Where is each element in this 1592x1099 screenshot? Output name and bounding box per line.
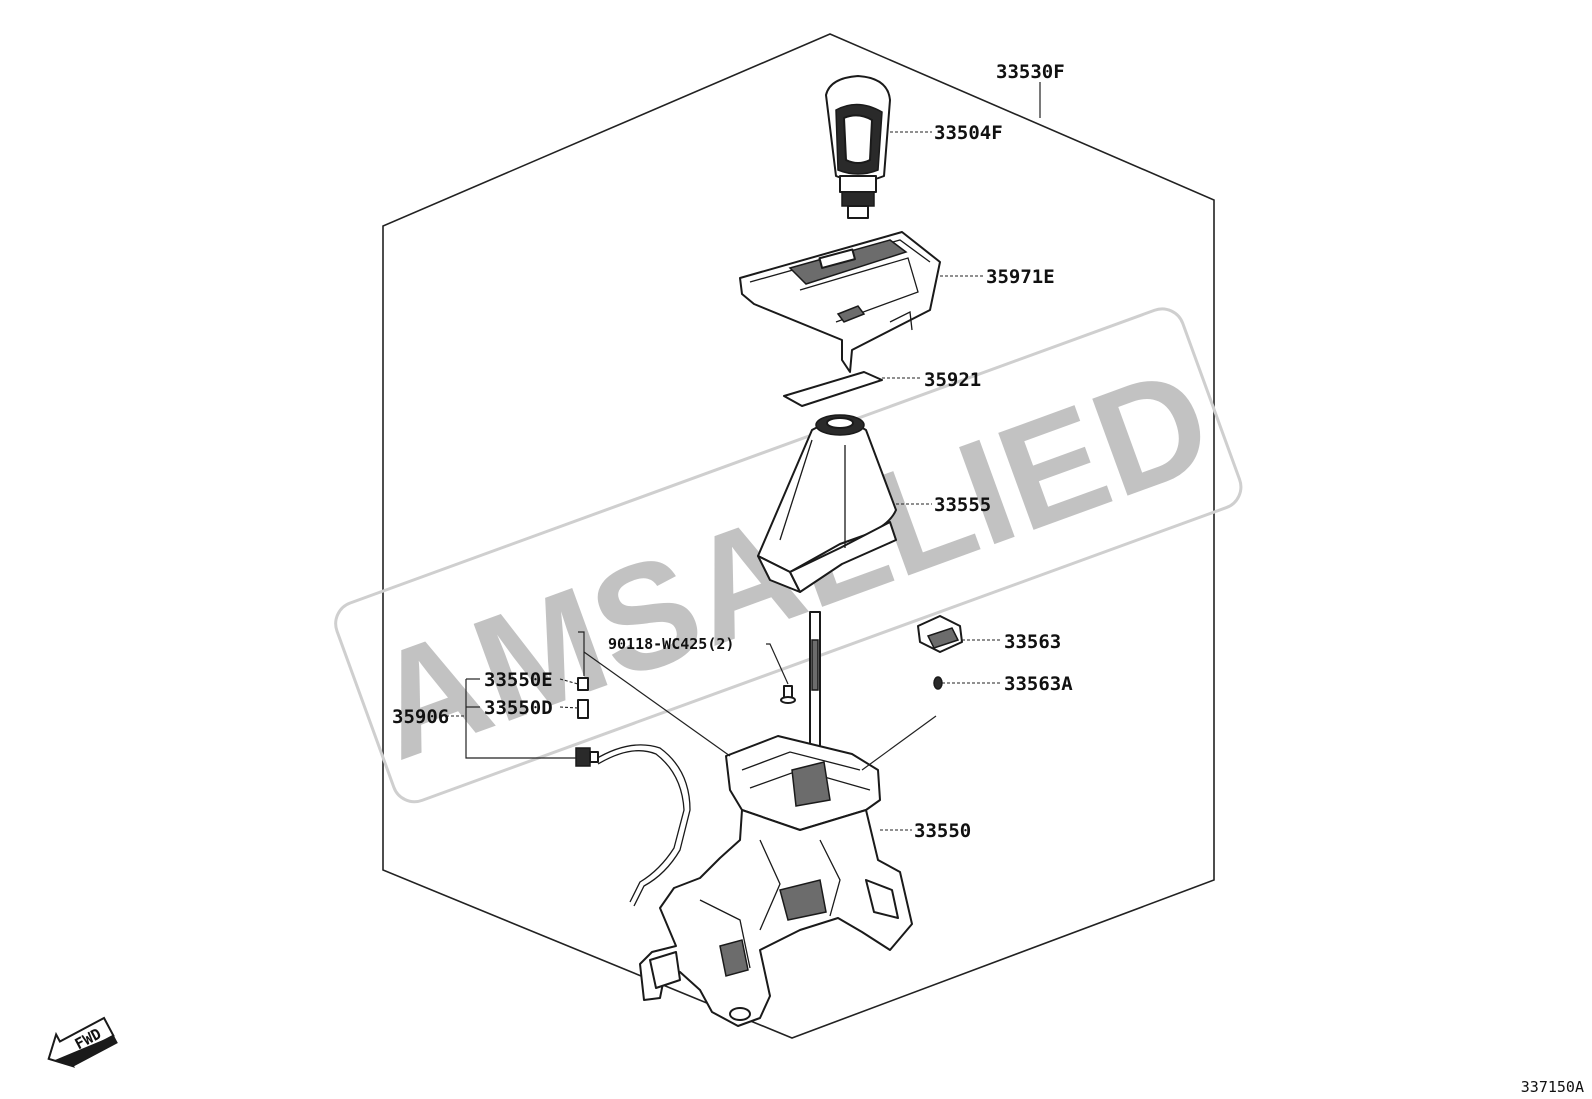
switch-part — [917, 615, 963, 690]
figure-code: 337150A — [1521, 1078, 1584, 1096]
label-33504f: 33504F — [934, 122, 1003, 144]
watermark-frame — [334, 307, 1243, 804]
label-90118: 90118-WC425(2) — [608, 635, 734, 653]
label-33550: 33550 — [914, 820, 971, 842]
pin-33550d — [577, 699, 589, 719]
label-35921: 35921 — [924, 369, 981, 391]
bolt-part — [780, 685, 796, 704]
label-33563a: 33563A — [1004, 673, 1073, 695]
wire-harness — [575, 744, 691, 907]
spring-part — [933, 676, 943, 690]
assembly-frame — [382, 33, 1215, 1039]
label-35906: 35906 — [392, 706, 449, 728]
label-33550e: 33550E — [484, 669, 553, 691]
label-33550d: 33550D — [484, 697, 553, 719]
pin-33550e — [577, 677, 589, 691]
direction-arrow-icon: FWD — [47, 1016, 118, 1068]
indicator-plate — [783, 371, 883, 407]
label-35971e: 35971E — [986, 266, 1055, 288]
shift-boot — [757, 414, 897, 593]
shift-lever-assembly — [639, 611, 913, 1027]
leader-lines — [446, 82, 1041, 831]
label-33530f: 33530F — [996, 61, 1065, 83]
shift-bezel — [739, 231, 941, 373]
label-33563: 33563 — [1004, 631, 1061, 653]
shift-knob — [825, 75, 891, 219]
label-33555: 33555 — [934, 494, 991, 516]
